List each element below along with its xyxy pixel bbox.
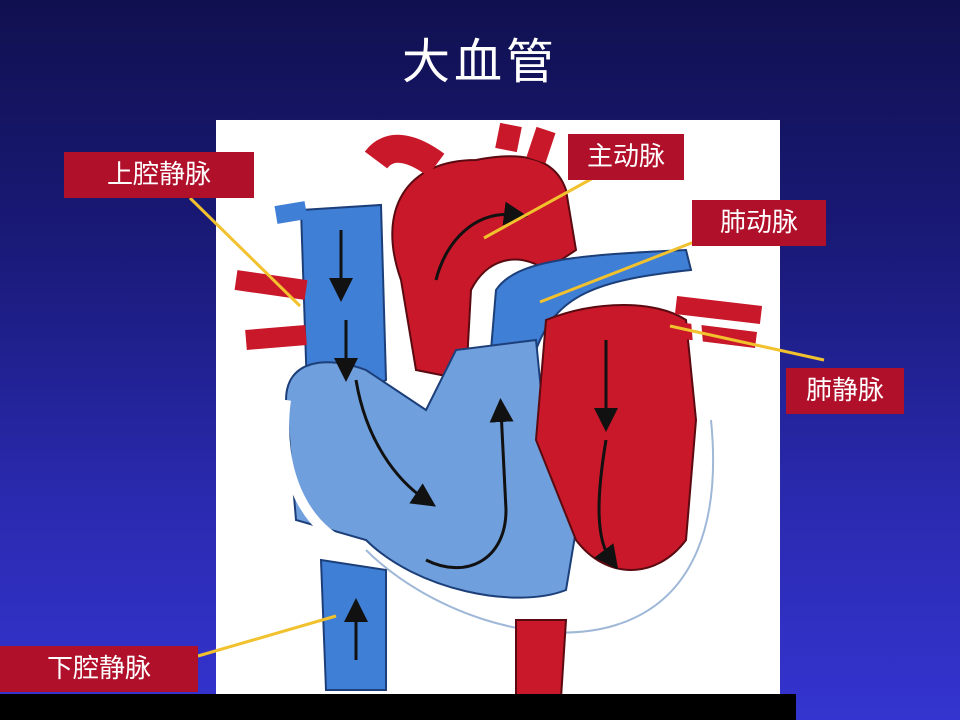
label-pulmonary-artery: 肺动脉 bbox=[692, 200, 826, 246]
label-aorta: 主动脉 bbox=[568, 134, 684, 180]
label-superior-vena-cava: 上腔静脉 bbox=[64, 152, 254, 198]
bottom-black-bar bbox=[0, 694, 796, 720]
ivc-shape bbox=[319, 558, 387, 691]
right-heart bbox=[284, 338, 578, 599]
label-pulmonary-vein: 肺静脉 bbox=[786, 368, 904, 414]
label-inferior-vena-cava: 下腔静脉 bbox=[0, 646, 198, 692]
slide-title: 大血管 bbox=[401, 34, 558, 90]
